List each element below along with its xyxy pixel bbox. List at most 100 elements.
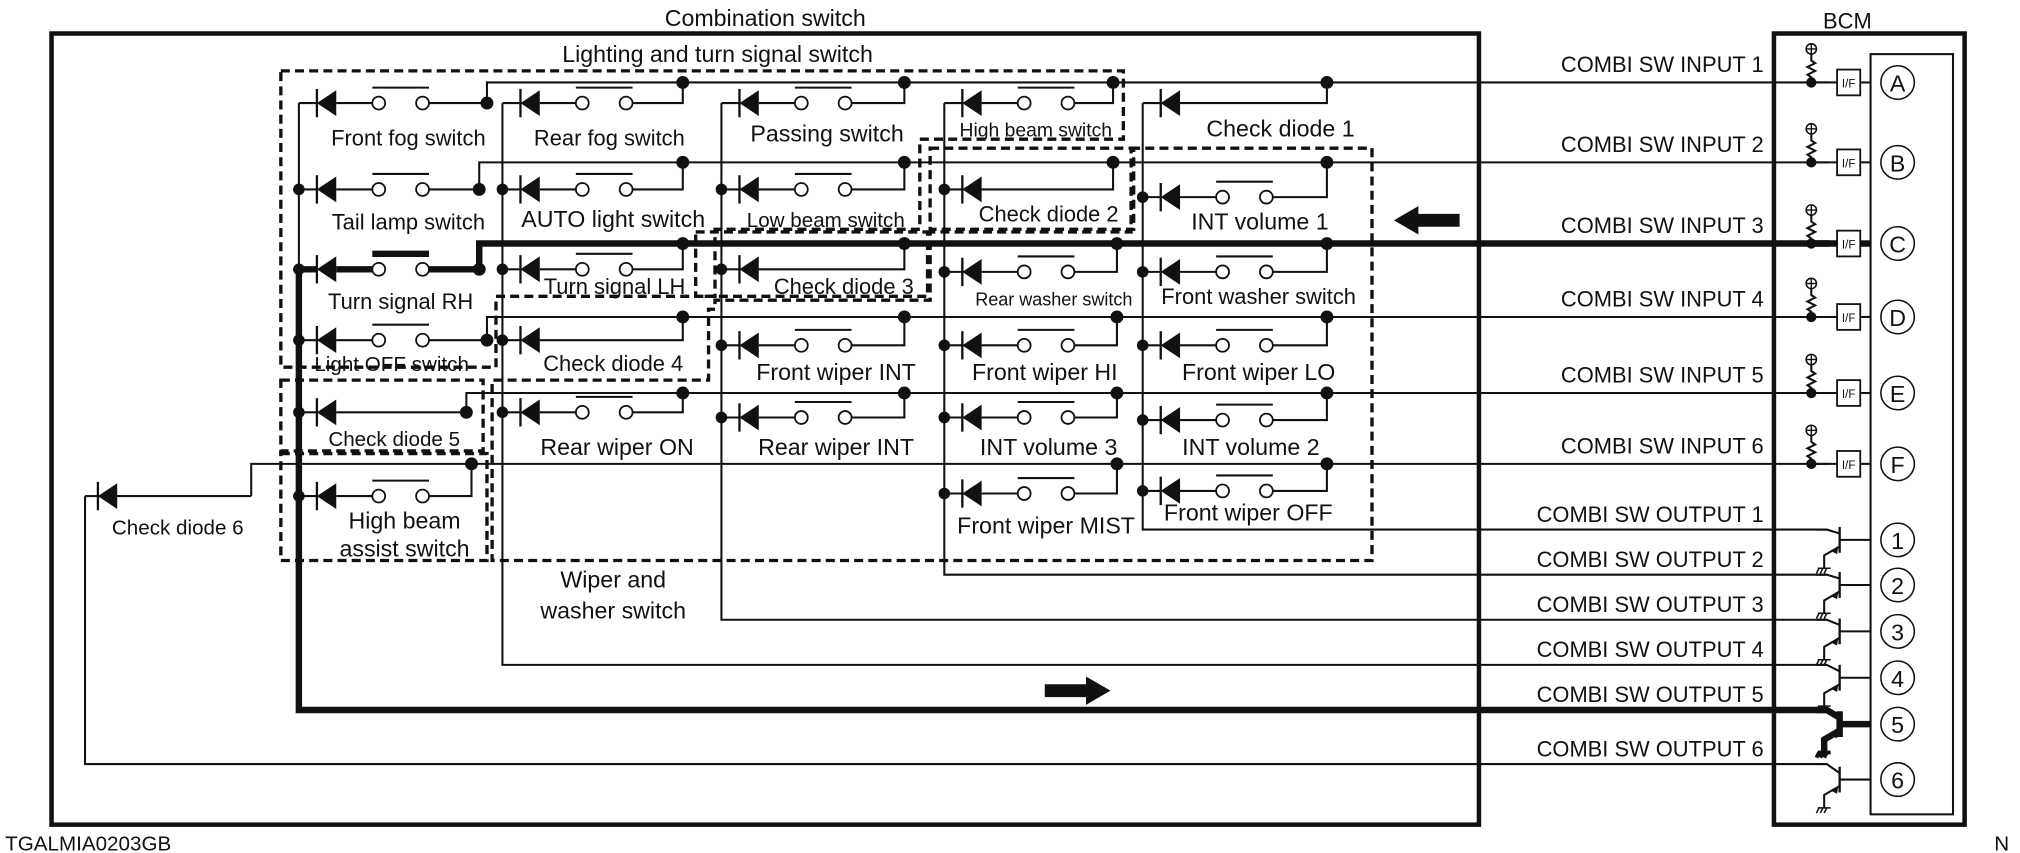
- label-front-wiper-int: Front wiper INT: [756, 359, 916, 385]
- junction-dot: [1320, 310, 1334, 324]
- contact: [1215, 264, 1230, 280]
- terminal-C: [1880, 226, 1916, 262]
- contact: [574, 404, 590, 420]
- diode-icon: [962, 332, 982, 359]
- label-check-diode-4: Check diode 4: [543, 351, 683, 376]
- contact: [793, 337, 809, 353]
- diode-icon: [520, 256, 540, 283]
- contact: [1060, 486, 1076, 501]
- junction-dot: [472, 182, 486, 196]
- label-front-wiper-lo: Front wiper LO: [1182, 359, 1335, 385]
- terminal-F: [1880, 446, 1916, 482]
- contact: [574, 95, 590, 111]
- switch-labels: Front fog switch Rear fog switch Passing…: [112, 116, 1356, 562]
- label-auto-light: AUTO light switch: [521, 206, 705, 232]
- corner-mark: N: [1994, 832, 2009, 853]
- pullup-resistor-icon: [1805, 54, 1818, 83]
- contact: [618, 95, 634, 111]
- tail-lamp-switch: [293, 172, 486, 204]
- terminal-label: D: [1889, 305, 1906, 331]
- diode-icon: [97, 483, 118, 509]
- bcm-output-3: 3: [1815, 613, 1916, 666]
- contact: [1060, 95, 1076, 111]
- label-front-wiper-mist: Front wiper MIST: [957, 512, 1135, 538]
- combination-switch-box: [49, 31, 1482, 827]
- interface-label: I/F: [1842, 313, 1856, 325]
- contact: [1259, 189, 1274, 205]
- terminal-5: [1880, 706, 1916, 742]
- contact: [618, 182, 634, 197]
- contact: [837, 182, 853, 197]
- output-label: COMBI SW OUTPUT 3: [1537, 592, 1764, 617]
- wiper-group-label-1: Wiper and: [560, 567, 666, 593]
- diode-icon: [1160, 407, 1181, 433]
- pullup-resistor-icon: [1805, 364, 1818, 393]
- diode-icon: [520, 327, 540, 354]
- ground-icon: [1814, 750, 1831, 759]
- diode-icon: [739, 404, 759, 431]
- check-diode-1: [1142, 76, 1334, 118]
- contact: [1016, 95, 1032, 111]
- pullup-resistor-icon: [1805, 288, 1818, 317]
- label-int-volume-3: INT volume 3: [980, 434, 1117, 460]
- contact: [371, 182, 387, 197]
- contact: [415, 488, 430, 504]
- arrow-right-icon: [1044, 676, 1111, 705]
- junction-dot: [897, 310, 911, 324]
- output-label: COMBI SW OUTPUT 4: [1537, 637, 1764, 662]
- contact: [1259, 412, 1274, 428]
- junction-dot: [1110, 310, 1124, 324]
- label-low-beam: Low beam switch: [747, 209, 905, 232]
- bcm-output-2: 2: [1815, 567, 1916, 619]
- bcm-output-6: 6: [1815, 762, 1916, 814]
- output-label: COMBI SW OUTPUT 1: [1537, 502, 1764, 527]
- contact: [415, 261, 430, 277]
- contact: [1060, 337, 1076, 353]
- diode-icon: [1160, 258, 1181, 285]
- contact: [371, 261, 387, 277]
- check-diode-4: [496, 310, 690, 355]
- diode-icon: [962, 480, 982, 507]
- contact: [1060, 264, 1076, 280]
- junction-dot: [459, 405, 473, 419]
- bcm-box: [1771, 31, 1967, 827]
- front-wiper-off: [1136, 457, 1334, 506]
- junction-dot: [1110, 237, 1124, 250]
- front-fog-switch: [298, 86, 494, 118]
- ground-icon: [1815, 612, 1831, 619]
- label-front-fog: Front fog switch: [331, 126, 486, 151]
- terminal-D: [1880, 299, 1916, 335]
- terminal-E: [1880, 375, 1916, 411]
- pullup-resistor-icon: [1805, 215, 1818, 244]
- contact: [837, 95, 853, 111]
- contact: [1016, 337, 1032, 353]
- label-rear-fog: Rear fog switch: [534, 126, 685, 151]
- diode-icon: [316, 483, 337, 509]
- front-wiper-mist: [938, 457, 1124, 508]
- label-int-volume-2: INT volume 2: [1182, 434, 1319, 460]
- passing-switch: [721, 76, 911, 118]
- interface-label: I/F: [1842, 79, 1856, 91]
- terminal-label: B: [1890, 150, 1905, 176]
- check-diode-2: [938, 155, 1120, 204]
- label-turn-lh: Turn signal LH: [544, 274, 686, 299]
- junction-dot: [1320, 457, 1334, 471]
- rear-wiper-int: [715, 386, 911, 432]
- terminal-label: C: [1889, 232, 1906, 258]
- diode-icon: [962, 90, 982, 116]
- check-diode-5: [293, 398, 473, 427]
- high-beam-switch: [944, 76, 1120, 118]
- contact: [1215, 189, 1230, 205]
- terminal-label: 6: [1891, 768, 1904, 794]
- lighting-group-label: Lighting and turn signal switch: [562, 41, 873, 67]
- junction-dot: [676, 237, 690, 250]
- bcm-output-5: 5: [1814, 706, 1916, 759]
- contact: [1016, 410, 1032, 425]
- output-label: COMBI SW OUTPUT 5: [1537, 682, 1764, 707]
- label-int-volume-1: INT volume 1: [1191, 208, 1328, 234]
